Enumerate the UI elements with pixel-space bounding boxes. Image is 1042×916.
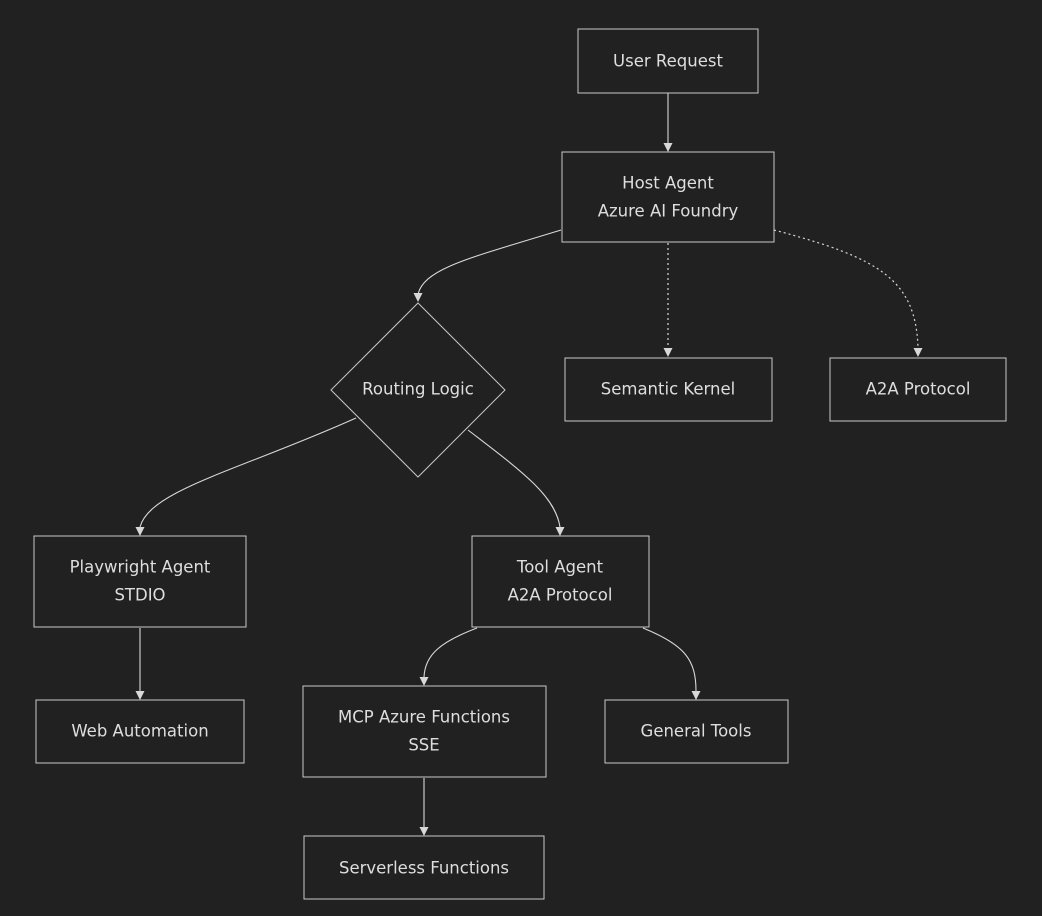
edges <box>135 93 923 836</box>
node-semantic-kernel: Semantic Kernel <box>564 357 773 422</box>
node-serverless-functions: Serverless Functions <box>303 835 545 900</box>
node-playwright-agent-label-line2: STDIO <box>114 586 165 605</box>
edge-tool-agent-to-mcp-azure-functions <box>419 627 478 686</box>
edge-host-agent-to-semantic-kernel <box>663 243 673 357</box>
node-routing-logic: Routing Logic <box>330 302 506 478</box>
edge-routing-logic-to-tool-agent <box>467 429 565 536</box>
edge-playwright-agent-to-web-automation <box>135 628 145 700</box>
node-mcp-azure-functions-label-line2: SSE <box>408 736 439 755</box>
node-web-automation-label: Web Automation <box>71 722 208 741</box>
node-host-agent-label-line1: Host Agent <box>622 174 714 193</box>
node-a2a-protocol: A2A Protocol <box>829 357 1007 422</box>
edge-host-agent-to-routing-logic <box>413 229 562 302</box>
nodes: User Request Host Agent Azure AI Foundry… <box>33 28 1007 900</box>
edge-user-request-to-host-agent <box>663 93 673 152</box>
node-routing-logic-label: Routing Logic <box>362 380 474 399</box>
node-tool-agent-label-line2: A2A Protocol <box>508 586 613 605</box>
node-playwright-agent: Playwright Agent STDIO <box>33 535 247 628</box>
node-web-automation: Web Automation <box>35 699 245 764</box>
node-tool-agent: Tool Agent A2A Protocol <box>471 535 650 628</box>
node-general-tools-label: General Tools <box>641 722 752 741</box>
node-user-request-label: User Request <box>613 52 723 71</box>
node-mcp-azure-functions: MCP Azure Functions SSE <box>302 685 547 778</box>
edge-host-agent-to-a2a-protocol <box>773 229 923 357</box>
node-user-request: User Request <box>577 28 759 94</box>
node-host-agent-label-line2: Azure AI Foundry <box>598 202 739 221</box>
edge-tool-agent-to-general-tools <box>642 627 701 700</box>
node-serverless-functions-label: Serverless Functions <box>339 859 509 878</box>
node-host-agent: Host Agent Azure AI Foundry <box>561 151 775 243</box>
node-mcp-azure-functions-label-line1: MCP Azure Functions <box>338 708 510 727</box>
edge-routing-logic-to-playwright-agent <box>135 417 357 536</box>
node-tool-agent-label-line1: Tool Agent <box>516 558 604 577</box>
node-general-tools: General Tools <box>604 699 789 764</box>
node-semantic-kernel-label: Semantic Kernel <box>601 380 735 399</box>
edge-mcp-azure-functions-to-serverless-functions <box>419 778 429 836</box>
node-a2a-protocol-label: A2A Protocol <box>866 380 971 399</box>
node-playwright-agent-label-line1: Playwright Agent <box>70 558 211 577</box>
